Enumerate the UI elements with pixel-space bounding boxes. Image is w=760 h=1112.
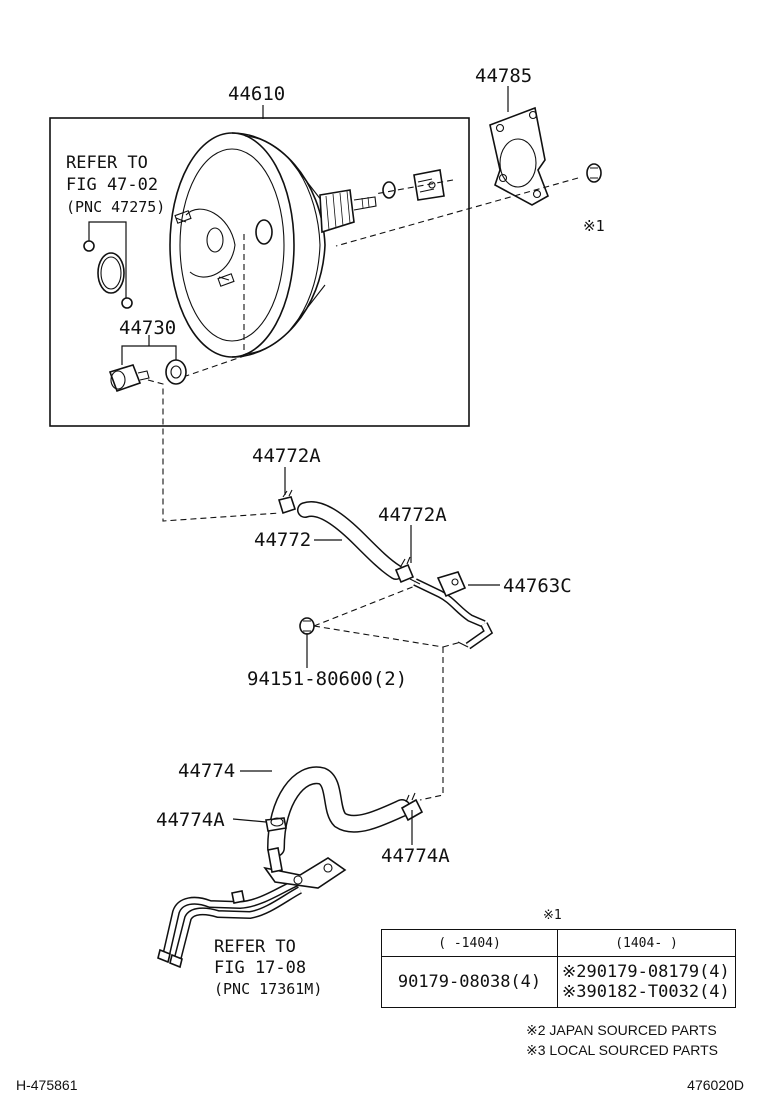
label-44774a-1: 44774A (156, 809, 225, 831)
label-44772: 44772 (254, 529, 311, 551)
vacuum-pipe (409, 571, 494, 650)
variant-value-before: 90179-08038(4) (381, 956, 558, 1008)
refer-1-line1: REFER TO (66, 153, 148, 173)
variant-header-before: ( -1404) (381, 929, 558, 957)
label-94151-80600: 94151-80600(2) (247, 668, 407, 690)
pipe-bolt (299, 617, 315, 635)
note-japan-sourced: ※2 JAPAN SOURCED PARTS (526, 1022, 717, 1038)
hose-clamp-lower-1 (265, 817, 287, 832)
hose-clamp-upper-2 (394, 556, 415, 584)
illustration-id: H-475861 (16, 1077, 78, 1093)
label-44774: 44774 (178, 760, 235, 782)
label-44785: 44785 (475, 65, 532, 87)
sourcing-notes: ※2 JAPAN SOURCED PARTS ※3 LOCAL SOURCED … (526, 1020, 718, 1060)
label-44610: 44610 (228, 83, 285, 105)
variant-values-after: ※290179-08179(4) ※390182-T0032(4) (557, 956, 736, 1008)
dashed-connections (147, 177, 579, 801)
variant-value-local: ※390182-T0032(4) (562, 982, 730, 1002)
refer-1-line2: FIG 47-02 (66, 175, 158, 195)
vacuum-hose-upper (297, 501, 404, 580)
refer-2-line2: FIG 17-08 (214, 958, 306, 978)
label-nut-note: ※1 (583, 217, 605, 235)
figure-code: 476020D (687, 1077, 744, 1093)
variant-value-japan: ※290179-08179(4) (562, 962, 730, 982)
refer-parts-17361m (157, 847, 347, 969)
variant-header-after: (1404- ) (557, 929, 736, 957)
brake-booster-body (169, 132, 377, 358)
label-leaders (232, 86, 509, 845)
nut-variant-table: ( -1404) (1404- ) 90179-08038(4) ※290179… (381, 929, 736, 1008)
label-44730: 44730 (119, 317, 176, 339)
label-44774a-2: 44774A (381, 845, 450, 867)
vacuum-hose-lower (267, 766, 411, 857)
label-44772a-2: 44772A (378, 504, 447, 526)
booster-gasket (489, 106, 549, 206)
refer-2-line3: (PNC 17361M) (214, 980, 322, 998)
check-valve (108, 335, 187, 393)
refer-parts-47275 (83, 221, 133, 309)
refer-2-line1: REFER TO (214, 937, 296, 957)
label-44772a-1: 44772A (252, 445, 321, 467)
hose-clamp-upper-1 (277, 489, 297, 515)
variant-table-title: ※1 (543, 908, 562, 923)
mounting-nut (586, 163, 602, 183)
booster-group-frame (49, 117, 470, 427)
note-local-sourced: ※3 LOCAL SOURCED PARTS (526, 1042, 718, 1058)
pushrod-clevis (382, 169, 445, 201)
label-44763c: 44763C (503, 575, 572, 597)
refer-1-line3: (PNC 47275) (66, 198, 165, 216)
